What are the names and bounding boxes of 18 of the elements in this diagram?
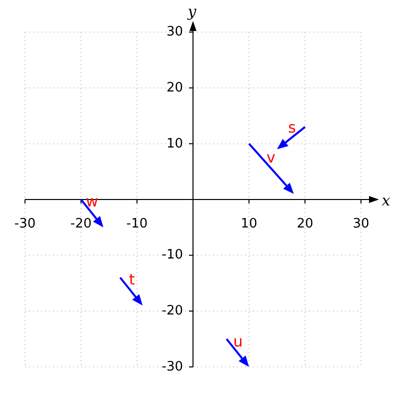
vector-label: u (233, 334, 243, 350)
tick-label: 20 (166, 81, 183, 94)
tick-label: 10 (240, 218, 258, 230)
tick-label: -20 (70, 218, 92, 230)
tick-label: 30 (352, 218, 370, 230)
vector-label: v (266, 150, 276, 166)
tick-label: 20 (296, 218, 314, 230)
tick-label: 30 (166, 26, 183, 39)
tick-label: -30 (14, 218, 36, 230)
tick-label: 10 (166, 137, 183, 150)
axis-label: x (382, 194, 390, 208)
tick-label: -20 (162, 304, 183, 318)
tick-label: -10 (126, 218, 148, 230)
tick-label: -30 (162, 360, 183, 374)
vector-label: t (129, 272, 135, 288)
vector-label: s (288, 120, 296, 136)
axis-label: y (188, 4, 196, 20)
tick-label: -10 (162, 248, 183, 262)
